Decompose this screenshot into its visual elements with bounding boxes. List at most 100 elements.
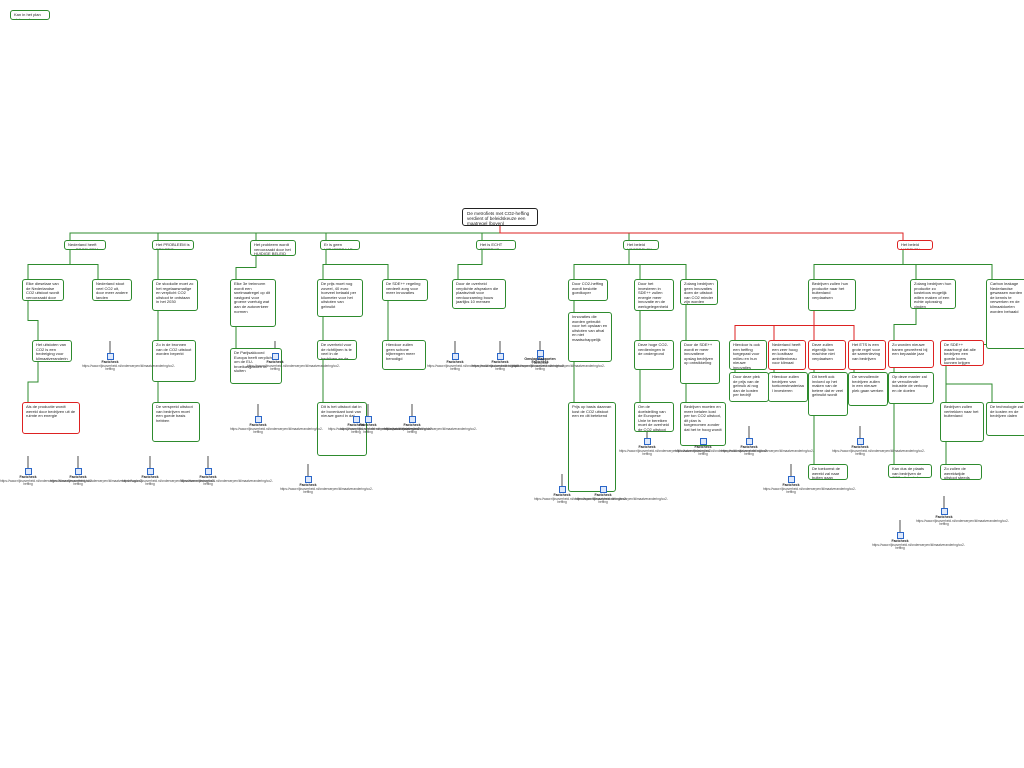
- source-link[interactable]: https://www.rijksoverheid.nl/onderwerpen…: [619, 448, 712, 457]
- mindmap-node[interactable]: Hierdoor zullen bedrijven van toekomstma…: [768, 372, 808, 402]
- source-link[interactable]: https://www.rijksoverheid.nl/onderwerpen…: [675, 448, 768, 457]
- mindmap-node[interactable]: Carbon leakage Nederlandse gewassen word…: [986, 279, 1024, 349]
- mindmap-node[interactable]: Zo zullen de wereldwijde uitstoot steeds…: [940, 464, 982, 480]
- source-link[interactable]: https://www.rijksoverheid.nl/onderwerpen…: [0, 478, 93, 487]
- source-link[interactable]: https://www.rijksoverheid.nl/onderwerpen…: [280, 486, 373, 495]
- mindmap-node[interactable]: Op deze manier zal de vervuilende indust…: [888, 372, 934, 404]
- mindmap-node[interactable]: Door CO2-heffing wordt beslotte goedkope…: [568, 279, 608, 301]
- root-node[interactable]: De metrofiets met CO2-heffing verdient o…: [462, 208, 538, 226]
- mindmap-node[interactable]: Het beleid VOORDELEN: [623, 240, 659, 250]
- mindmap-node[interactable]: De verspreid uitstoot van bedrijven moet…: [152, 402, 200, 442]
- mindmap-node[interactable]: Het uitstoten van CO2 is een bedreiging …: [32, 340, 72, 362]
- mindmap-node[interactable]: Dit heeft ook invloed op het maken van d…: [808, 372, 848, 416]
- source-link[interactable]: https://www.rijksoverheid.nl/onderwerpen…: [832, 448, 925, 457]
- source-link[interactable]: https://www.rijksoverheid.nl/onderwerpen…: [50, 478, 143, 487]
- mindmap-node[interactable]: Kan in het plan niet worden uitgevoerd: [10, 10, 50, 20]
- mindmap-node[interactable]: De vervuilende bedrijven zullen in een n…: [848, 372, 888, 406]
- source-link[interactable]: https://www.rijksoverheid.nl/onderwerpen…: [122, 478, 215, 487]
- mindmap-node[interactable]: De technologie zal de kosten en de bedri…: [986, 402, 1024, 436]
- mindmap-node[interactable]: Het probleem wordt veroorzaakt door het …: [250, 240, 296, 256]
- mindmap-node[interactable]: De SDE++ waarborgt dat alle bedrijven ee…: [940, 340, 984, 366]
- mindmap-node[interactable]: Bedrijven zullen vertrekken naar het bui…: [940, 402, 984, 442]
- mindmap-node[interactable]: Door de overheid verplichte afspraken di…: [452, 279, 506, 309]
- source-link[interactable]: https://www.rijksoverheid.nl/onderwerpen…: [721, 448, 814, 457]
- mindmap-node[interactable]: Elke 3e treinnorm wordt een snelmaatrege…: [230, 279, 276, 327]
- source-link[interactable]: https://www.rijksoverheid.nl/onderwerpen…: [427, 363, 520, 372]
- mindmap-node[interactable]: Bedrijven moeten en meer betalen kost pe…: [680, 402, 726, 446]
- mindmap-node[interactable]: Elke dieselaar van de Nederlandse CO2 ui…: [22, 279, 64, 301]
- mindmap-node[interactable]: Deze hoge CO2-verdieningen in de ondergr…: [634, 340, 674, 370]
- author-title: Omslag Rapporten: [524, 357, 556, 361]
- source-link[interactable]: https://www.rijksoverheid.nl/onderwerpen…: [916, 518, 1009, 527]
- mindmap-node[interactable]: Hierdoor zullen geen schone bijbrengen m…: [382, 340, 426, 370]
- mindmap-node[interactable]: Dit is het uitstoot dat in de bovenkant …: [317, 402, 367, 456]
- mindmap-node[interactable]: Het is ECHT TERPRIJS: [476, 240, 516, 250]
- mindmap-node[interactable]: Prijs op basis daarvan kost de CO2 uitst…: [568, 402, 616, 492]
- mindmap-node[interactable]: Zolang bedrijven hun productie zo kostel…: [910, 279, 956, 309]
- mindmap-node[interactable]: Bedrijven zullen hun productie naar het …: [808, 279, 856, 311]
- mindmap-node[interactable]: Het beleid NADELEN: [897, 240, 933, 250]
- mindmap-node[interactable]: Door deze plek de prijs van de gebruik a…: [729, 372, 769, 402]
- source-title: Factcheck: [266, 360, 284, 364]
- mindmap-node[interactable]: Zo worden nieuwe banen gecreëerd bij een…: [888, 340, 934, 368]
- mindmap-node[interactable]: Deze zullen eigenlijk hun machine niet v…: [808, 340, 846, 370]
- source-link[interactable]: https://www.rijksoverheid.nl/onderwerpen…: [180, 478, 273, 487]
- mindmap-node[interactable]: De overheid voor de richtlijnen is te ve…: [317, 340, 357, 360]
- mindmap-node[interactable]: Als de productie wordt wereld door bedri…: [22, 402, 80, 434]
- source-link[interactable]: https://www.rijksoverheid.nl/onderwerpen…: [575, 496, 668, 505]
- source-link[interactable]: https://www.rijksoverheid.nl/onderwerpen…: [340, 426, 433, 435]
- mindmap-node[interactable]: De prijs moet nog zoveel, 40 euro hoevee…: [317, 279, 363, 317]
- mindmap-node[interactable]: Het PROBLEEM is ERNSTIG: [152, 240, 194, 250]
- source-link[interactable]: https://www.rijksoverheid.nl/onderwerpen…: [82, 363, 175, 372]
- mindmap-node[interactable]: De toekomst de wereld zal naar buiten ga…: [808, 464, 848, 480]
- mindmap-node[interactable]: De stookolie moet zo het regelaarsmatige…: [152, 279, 198, 311]
- source-link[interactable]: https://www.rijksoverheid.nl/onderwerpen…: [384, 426, 477, 435]
- source-link[interactable]: https://www.rijksoverheid.nl/onderwerpen…: [230, 426, 323, 435]
- mindmap-node[interactable]: De Parijsakkoord Europa heeft verplicht …: [230, 348, 282, 384]
- mindmap-node[interactable]: Er is geen UITVOERBAAR: [320, 240, 360, 250]
- mindmap-node[interactable]: Het ETS is een grote regel voor de samen…: [848, 340, 886, 370]
- mindmap-node[interactable]: Hierdoor is ook een heffing toegepast vo…: [729, 340, 767, 370]
- source-link[interactable]: https://www.rijksoverheid.nl/onderwerpen…: [534, 496, 627, 505]
- mindmap-node[interactable]: Zo in de bronnen van de CO2 uitstoot wor…: [152, 340, 196, 382]
- mindmap-node[interactable]: De SDE++ regeling verdeelt zorg voor mee…: [382, 279, 428, 301]
- source-link[interactable]: https://www.rijksoverheid.nl/onderwerpen…: [512, 363, 605, 372]
- mindmap-node[interactable]: Door het investeren in SDE++ zullen ener…: [634, 279, 674, 311]
- source-link[interactable]: https://www.rijksoverheid.nl/onderwerpen…: [247, 363, 340, 372]
- source-link[interactable]: https://www.rijksoverheid.nl/onderwerpen…: [472, 363, 565, 372]
- mindmap-node[interactable]: Om de doelstelling van de Europese Unie …: [634, 402, 674, 432]
- mindmap-node[interactable]: Door de SDE++ wordt er meer innovatieve …: [680, 340, 720, 384]
- mindmap-node[interactable]: Kan dus de plaats van bedrijven de CO2-u…: [888, 464, 932, 478]
- mindmap-node[interactable]: Zolang bedrijven geen innovaties doen de…: [680, 279, 718, 305]
- mindmap-node[interactable]: Nederland heeft een zeer hoog en kostbaa…: [768, 340, 806, 370]
- source-link[interactable]: https://www.rijksoverheid.nl/onderwerpen…: [763, 486, 856, 495]
- source-link[interactable]: https://www.rijksoverheid.nl/onderwerpen…: [872, 542, 965, 551]
- mindmap-node[interactable]: Nederland stoot veel CO2 uit, door meer …: [92, 279, 132, 301]
- source-link[interactable]: https://www.rijksoverheid.nl/onderwerpen…: [328, 426, 421, 435]
- mindmap-node[interactable]: Nederland heeft een PROBLEEM: [64, 240, 106, 250]
- mindmap-node[interactable]: Innovaties die worden gebruikt voor het …: [568, 312, 612, 362]
